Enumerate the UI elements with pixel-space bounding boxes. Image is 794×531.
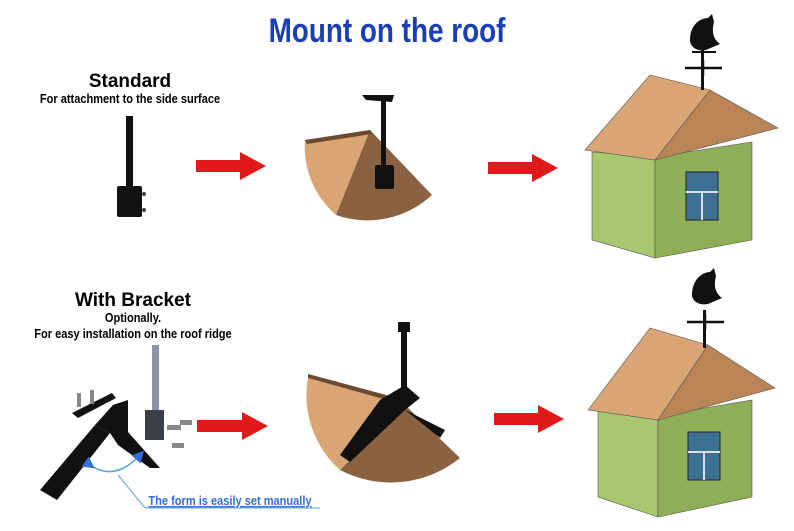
standard-pole-icon — [117, 116, 146, 217]
house-standard-icon — [584, 14, 779, 259]
bracket-line1: Optionally. — [105, 310, 161, 325]
roof-section-standard-icon — [304, 95, 432, 221]
standard-subtitle: For attachment to the side surface — [40, 91, 221, 106]
arrow-right-icon — [488, 154, 558, 182]
arrow-right-icon — [197, 412, 268, 440]
page-title: Mount on the roof — [269, 11, 506, 49]
bracket-line2: For easy installation on the roof ridge — [34, 326, 232, 341]
house-bracket-icon — [587, 268, 776, 518]
bracket-heading: With Bracket — [75, 290, 192, 311]
arrow-right-icon — [494, 405, 564, 433]
bracket-note: The form is easily set manually — [148, 493, 311, 508]
roof-section-bracket-icon — [306, 322, 460, 483]
bracket-kit-icon — [40, 345, 320, 509]
standard-heading: Standard — [89, 71, 171, 92]
arrow-right-icon — [196, 152, 266, 180]
